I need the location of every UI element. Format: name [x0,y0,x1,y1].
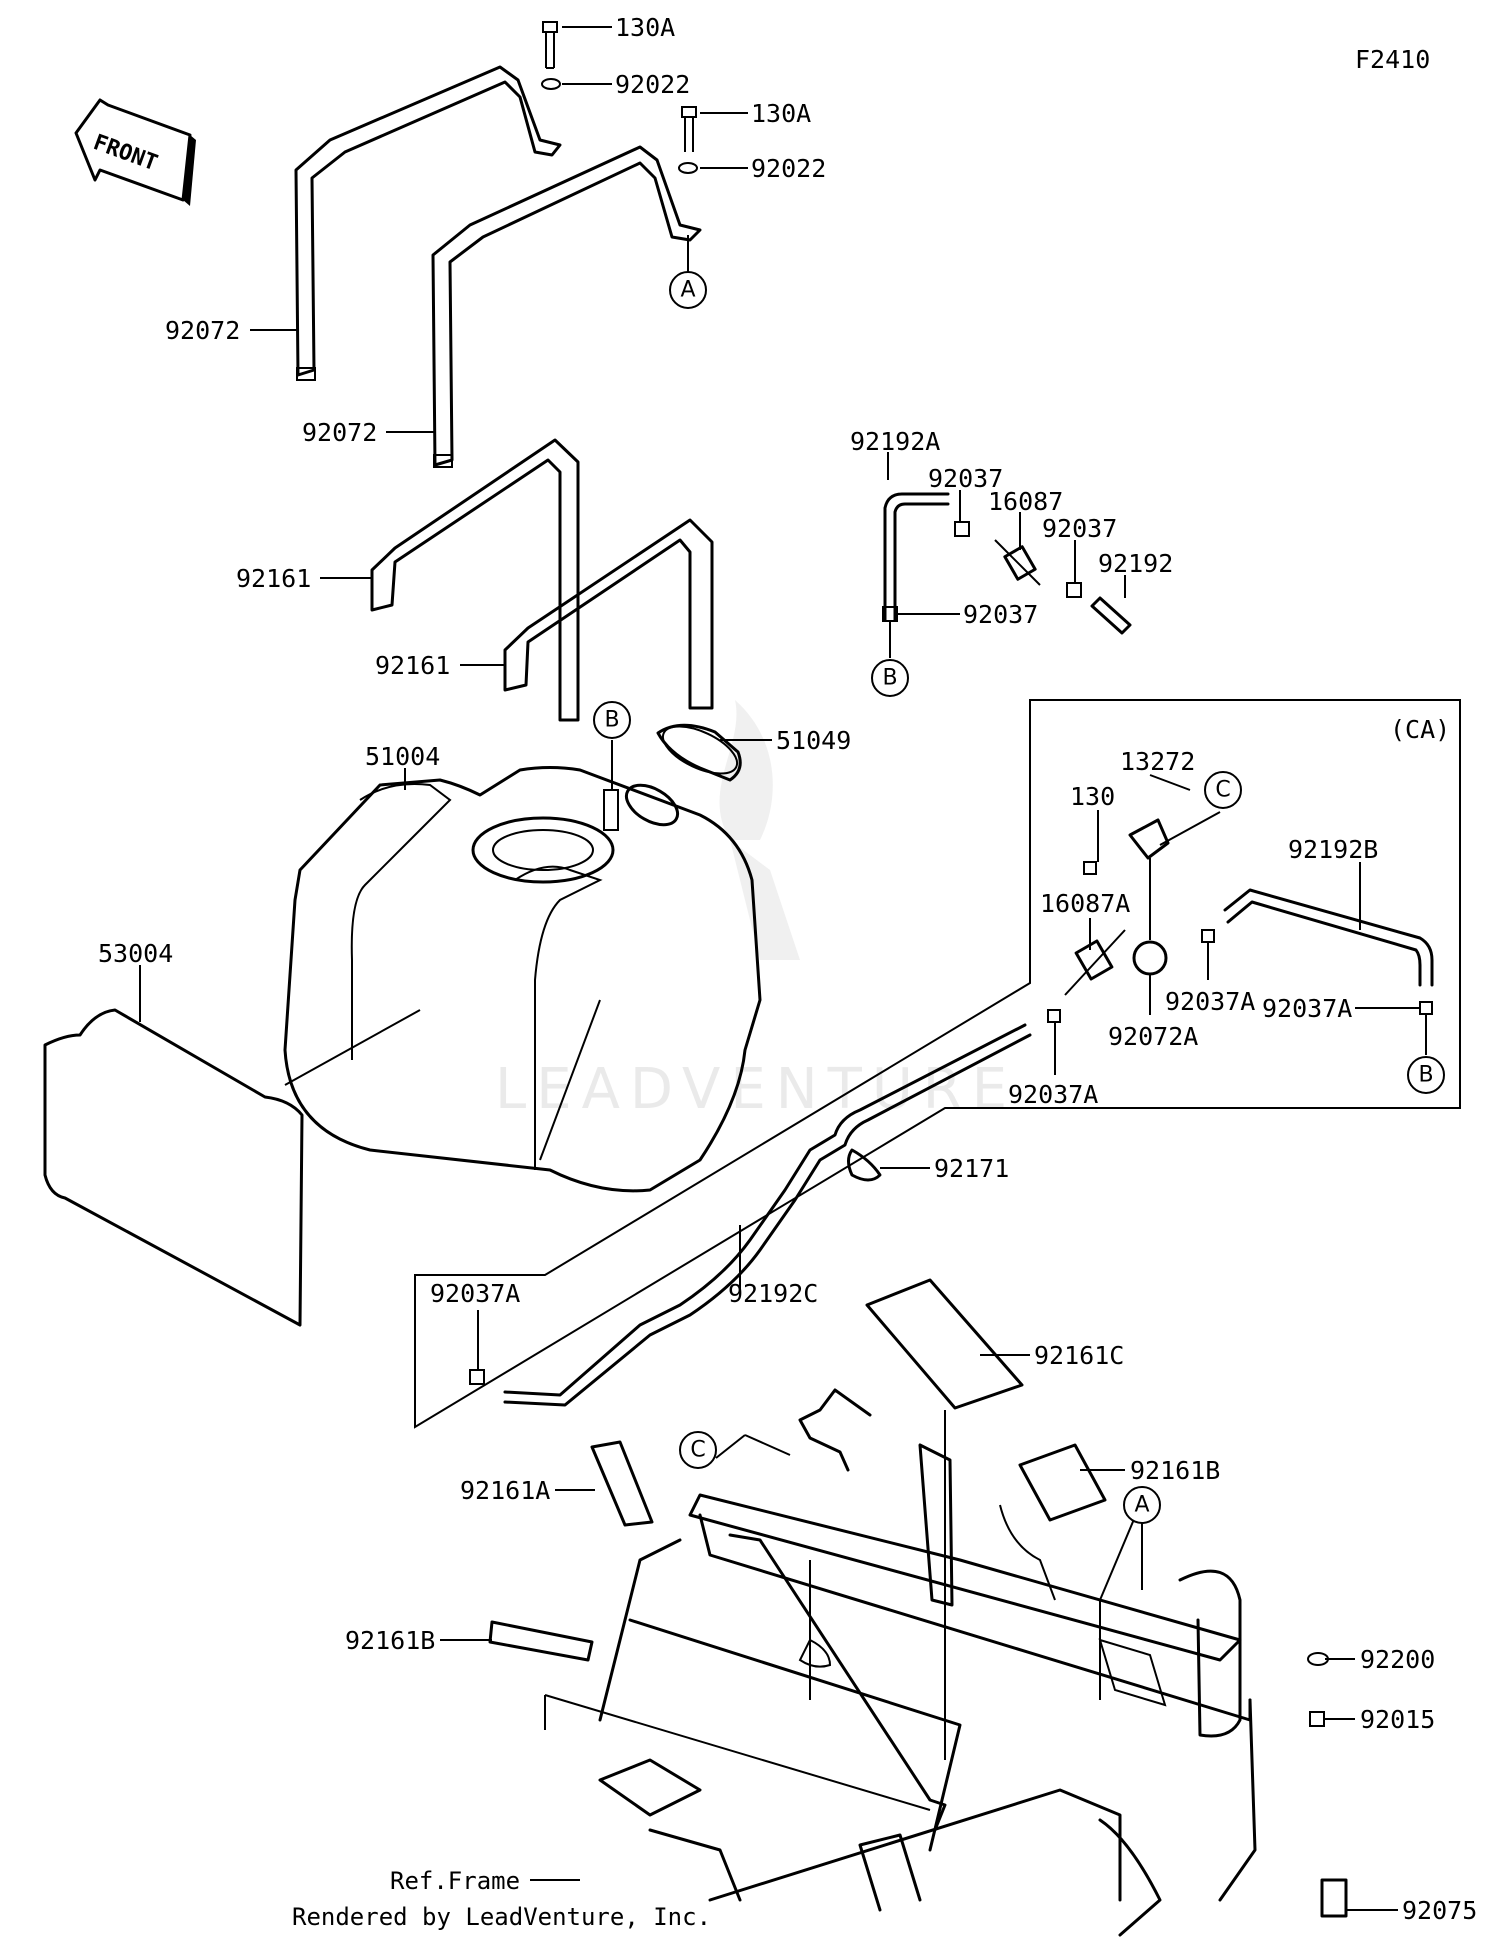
svg-text:B: B [604,708,619,733]
pad-92161B-upper [1018,1443,1107,1522]
part-92037-b: 92037 [1042,514,1117,543]
part-16087A: 16087A [1040,889,1130,918]
filter-16087A [1064,929,1126,996]
grommet-92171 [847,1148,882,1182]
svg-text:A: A [1134,1493,1149,1518]
washer-92022-lower [678,162,698,174]
clamp-92072A [1132,940,1168,976]
part-92161B-lower: 92161B [345,1626,435,1655]
front-arrow-icon: FRONT [74,98,196,206]
part-92192B: 92192B [1288,835,1378,864]
svg-text:C: C [690,1438,705,1463]
bracket-13272 [1128,818,1170,860]
ref-frame-label: Ref.Frame [390,1867,520,1895]
hose-92192B [1223,888,1434,987]
washer-92022-upper [541,78,561,90]
part-92037A-right: 92037A [1262,994,1352,1023]
part-92161-front: 92161 [375,651,450,680]
bolt-130A-lower [681,106,697,152]
part-130A-upper: 130A [615,13,675,42]
ca-group-label: (CA) [1390,715,1450,744]
part-53004: 53004 [98,939,173,968]
clamp-92037-b [1066,582,1082,598]
clamp-92037A-top [1201,929,1215,943]
watermark: LEADVENTURE [495,700,1017,1122]
part-130A-lower: 130A [751,99,811,128]
filter-16087 [994,539,1041,586]
vent-fitting [603,789,619,831]
svg-text:B: B [1418,1063,1433,1088]
part-92161A: 92161A [460,1476,550,1505]
clamp-92037A-right [1419,1001,1433,1015]
pad-92161-front [503,518,714,710]
ca-group-box [414,699,1461,1429]
part-92075: 92075 [1402,1896,1477,1925]
part-92161C: 92161C [1034,1341,1124,1370]
credit-label: Rendered by LeadVenture, Inc. [292,1903,711,1931]
hose-92192A [883,492,950,622]
part-92037-c: 92037 [963,600,1038,629]
part-92072A: 92072A [1108,1022,1198,1051]
part-92037-a: 92037 [928,464,1003,493]
ref-b-tank: B [593,701,631,739]
part-92037A-bottom: 92037A [430,1279,520,1308]
cap-92075 [1320,1878,1348,1918]
frame [544,1388,1257,1937]
svg-text:A: A [680,278,695,303]
diagram-id: F2410 [1355,45,1430,74]
pad-92161B-lower [488,1620,594,1662]
clamp-92037A-bottom [469,1369,485,1385]
part-92192A: 92192A [850,427,940,456]
part-16087: 16087 [988,487,1063,516]
part-130: 130 [1070,782,1115,811]
ref-b-ca: B [1407,1056,1445,1094]
nut-92015 [1309,1711,1325,1727]
svg-text:B: B [882,666,897,691]
ref-a-frame: A [1123,1486,1161,1524]
part-92072-rear: 92072 [165,316,240,345]
pad-92161A [590,1440,654,1527]
fuel-tank-51004 [283,766,762,1193]
part-92192: 92192 [1098,549,1173,578]
hose-92192 [1090,596,1132,635]
part-92161-rear: 92161 [236,564,311,593]
part-92022-lower: 92022 [751,154,826,183]
bolt-130A-upper [542,21,558,69]
bolt-130 [1083,861,1097,875]
leader-lines [139,26,1427,1911]
part-92037A-left: 92037A [1008,1080,1098,1109]
part-51049: 51049 [776,726,851,755]
clamp-92037A-left [1047,1009,1061,1023]
part-92161B-upper: 92161B [1130,1456,1220,1485]
ref-c-frame: C [679,1431,717,1469]
part-13272: 13272 [1120,747,1195,776]
pad-92161-rear [370,438,580,722]
part-51004: 51004 [365,742,440,771]
ref-a-top: A [669,271,707,309]
strap-92072-front [431,145,702,468]
ref-c-bracket: C [1204,771,1242,809]
watermark-text: LEADVENTURE [495,1057,1017,1122]
shield-leader [284,1009,421,1086]
part-92037A-top: 92037A [1165,987,1255,1016]
part-92015: 92015 [1360,1705,1435,1734]
pad-92161C [865,1278,1024,1410]
part-92022-upper: 92022 [615,70,690,99]
ref-b-hose: B [871,659,909,697]
filler-neck [624,783,680,827]
part-92072-front: 92072 [302,418,377,447]
part-92200: 92200 [1360,1645,1435,1674]
strap-92072-rear [294,65,562,381]
heat-shield-53004 [43,1008,304,1327]
svg-text:C: C [1215,778,1230,803]
clamp-92037-a [954,521,970,537]
fuel-cap-51049 [656,723,742,782]
part-92171: 92171 [934,1154,1009,1183]
hose-92192C [503,1023,1032,1407]
part-92192C: 92192C [728,1279,818,1308]
